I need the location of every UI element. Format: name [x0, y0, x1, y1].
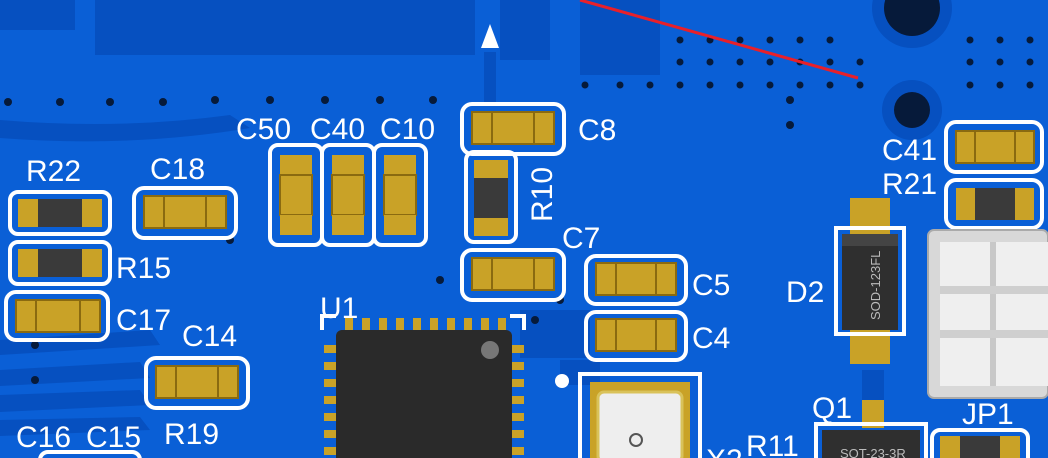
cap-c10: [372, 143, 428, 247]
cap-c7: [460, 248, 566, 302]
copper-traces: [0, 0, 884, 436]
label-r22: R22: [26, 155, 81, 188]
cap-c17: [4, 290, 110, 342]
connector-housing: [927, 229, 1048, 399]
label-c14: C14: [182, 320, 237, 353]
label-x2: X2: [706, 444, 743, 458]
d2-package-mark: SOD-123FL: [868, 251, 883, 320]
cap-c14: [144, 356, 250, 410]
cap-c16-c15-partial: [38, 450, 142, 458]
cap-c4: [584, 310, 688, 362]
resistor-r21: [944, 178, 1044, 230]
label-r10: R10: [526, 167, 559, 222]
label-c50: C50: [236, 113, 291, 146]
label-c5: C5: [692, 269, 730, 302]
label-c17: C17: [116, 304, 171, 337]
cap-c50: [268, 143, 324, 247]
label-c4: C4: [692, 322, 730, 355]
label-c18: C18: [150, 153, 205, 186]
diode-d2: [834, 198, 906, 364]
label-r21: R21: [882, 168, 937, 201]
q1-package-mark: SOT-23-3R: [840, 446, 906, 458]
arrow-marker-icon: [481, 24, 499, 48]
label-q1: Q1: [812, 392, 852, 425]
label-r15: R15: [116, 252, 171, 285]
label-c10: C10: [380, 113, 435, 146]
resistor-r22: [8, 190, 112, 236]
label-jp1: JP1: [962, 398, 1014, 431]
pin1-dot: [555, 374, 569, 388]
cap-c5: [584, 254, 688, 306]
ratsnest-line: [579, 0, 859, 80]
jumper-jp1: [930, 428, 1030, 458]
crystal-x2: [578, 372, 702, 458]
label-r11: R11: [746, 430, 799, 458]
label-c40: C40: [310, 113, 365, 146]
label-c15: C15: [86, 421, 141, 454]
resistor-r15: [8, 240, 112, 286]
cap-c41: [944, 120, 1044, 174]
label-c8: C8: [578, 114, 616, 147]
resistor-r10: [464, 150, 518, 244]
label-c41: C41: [882, 134, 937, 167]
arrow-trace: [484, 52, 496, 102]
label-r19: R19: [164, 418, 219, 451]
cap-c18: [132, 186, 238, 240]
mounting-holes: [872, 0, 952, 140]
transistor-q1: [814, 400, 928, 458]
label-d2: D2: [786, 276, 824, 309]
cap-c40: [320, 143, 376, 247]
label-u1: U1: [320, 292, 358, 325]
label-c16: C16: [16, 421, 71, 454]
ic-u1: [320, 314, 526, 458]
label-c7: C7: [562, 222, 600, 255]
